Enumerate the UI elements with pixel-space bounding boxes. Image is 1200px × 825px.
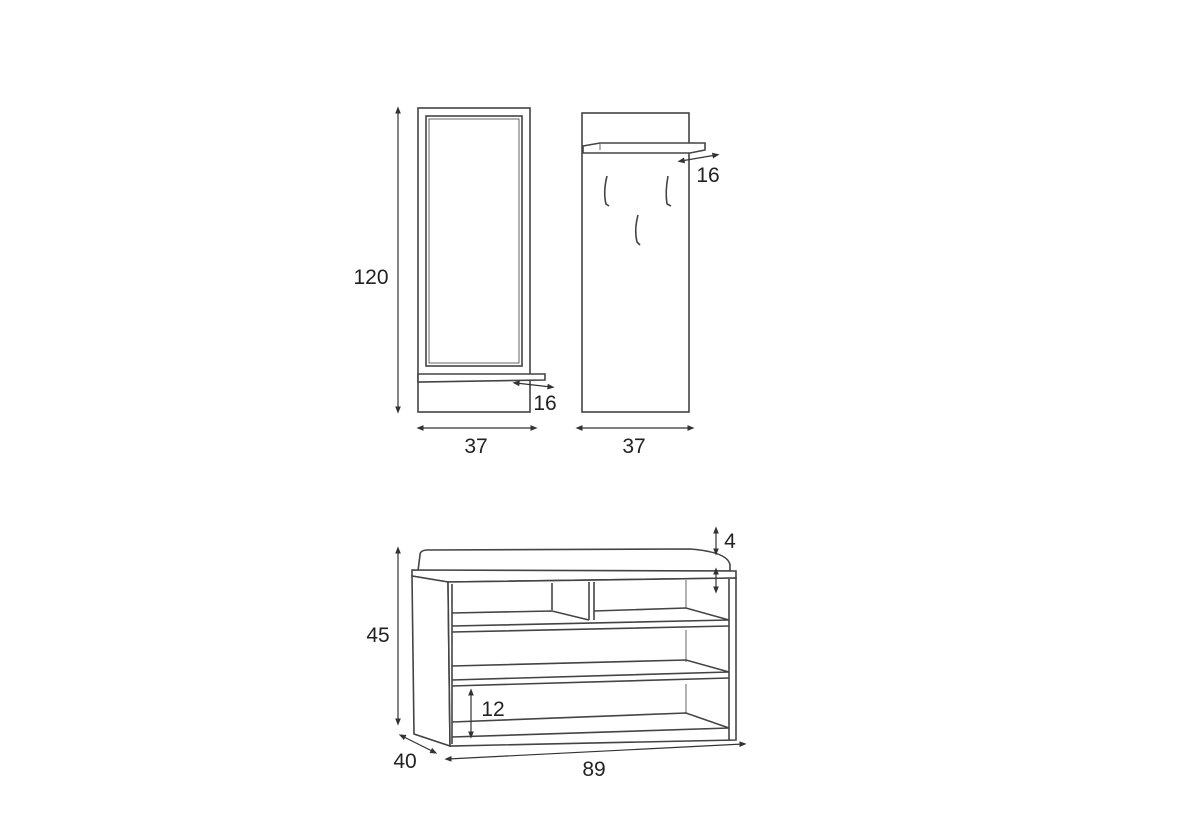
bench-shelf xyxy=(451,607,730,633)
mirror-width-label: 37 xyxy=(464,435,487,458)
shelf-depth-arrow xyxy=(677,152,720,164)
bench-bottom-shelf xyxy=(451,712,730,738)
shoe-bench: 4 45 12 40 89 xyxy=(366,526,747,781)
coat-hook-icon xyxy=(603,175,672,246)
bench-cushion xyxy=(417,548,731,572)
cushion-height-label: 4 xyxy=(724,530,736,553)
bench-depth-label: 40 xyxy=(393,750,416,773)
bench-side-panel xyxy=(411,575,451,748)
bench-width-arrow xyxy=(444,741,747,762)
coat-rack-width-label: 37 xyxy=(622,435,645,458)
shelf-depth-arrow xyxy=(512,380,555,390)
coat-rack-shelf-depth-label: 16 xyxy=(696,164,719,187)
mirror-panel: 120 37 16 xyxy=(353,106,557,458)
mirror-height-label: 120 xyxy=(353,266,388,289)
bench-width-label: 89 xyxy=(582,758,605,781)
bench-height-label: 45 xyxy=(366,624,389,647)
coat-rack-panel: 37 16 xyxy=(575,112,720,458)
bench-depth-arrow xyxy=(398,734,438,754)
mirror-glass xyxy=(425,115,523,367)
bench-shelf xyxy=(451,659,730,687)
mirror-shelf-depth-label: 16 xyxy=(533,392,556,415)
mirror-shelf xyxy=(417,373,546,383)
mirror-panel-outline xyxy=(417,107,531,413)
shelf-height-label: 12 xyxy=(481,698,504,721)
coat-rack-outline xyxy=(581,112,690,413)
coat-rack-shelf xyxy=(582,142,706,154)
